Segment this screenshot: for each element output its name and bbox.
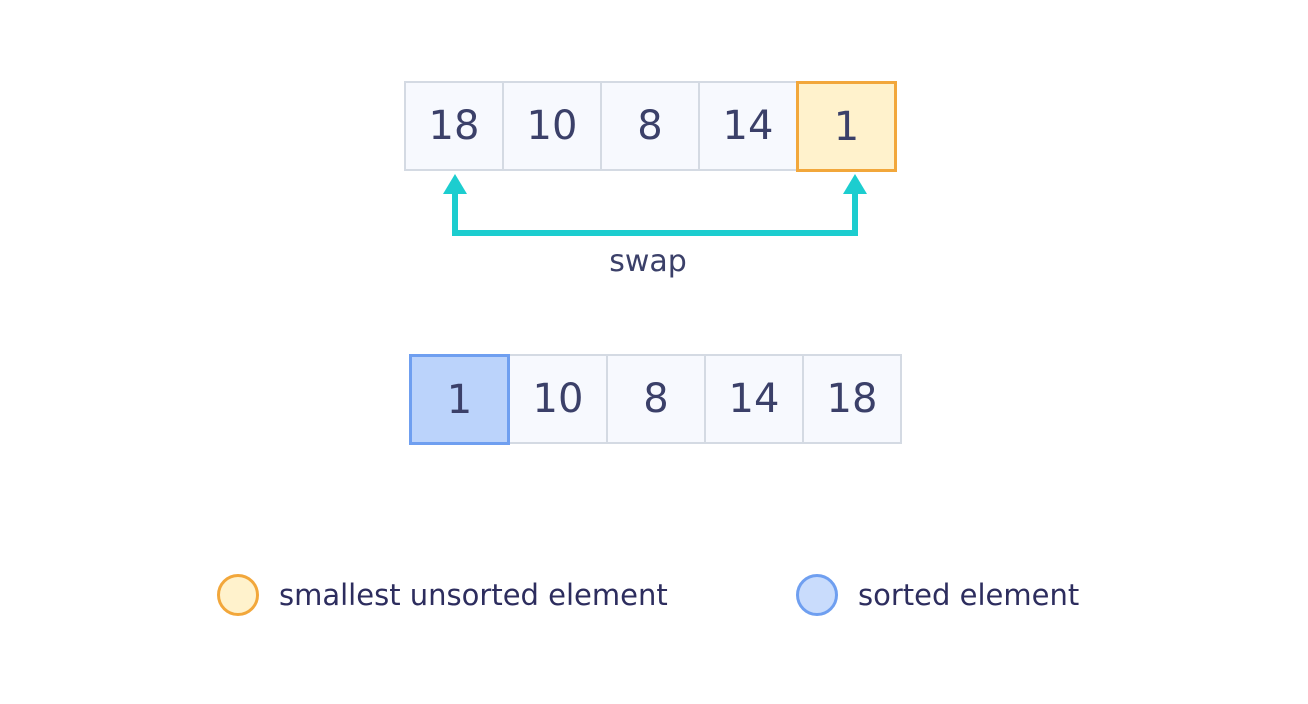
swapped-array: 1 10 8 14 18 — [409, 354, 902, 445]
legend-smallest: smallest unsorted element — [217, 574, 668, 616]
arrowhead-left-icon — [443, 174, 467, 194]
orange-circle-icon — [217, 574, 259, 616]
array-cell: 10 — [502, 81, 602, 171]
array-cell: 10 — [508, 354, 608, 444]
legend-sorted: sorted element — [796, 574, 1079, 616]
unsorted-array: 18 10 8 14 1 — [404, 81, 897, 172]
array-cell: 14 — [698, 81, 798, 171]
array-cell: 18 — [404, 81, 504, 171]
swap-connector-line — [452, 190, 858, 236]
legend-smallest-label: smallest unsorted element — [279, 578, 668, 612]
arrowhead-right-icon — [843, 174, 867, 194]
smallest-element-cell: 1 — [796, 81, 897, 172]
array-cell: 8 — [606, 354, 706, 444]
array-cell: 18 — [802, 354, 902, 444]
swap-label: swap — [609, 244, 687, 279]
blue-circle-icon — [796, 574, 838, 616]
array-cell: 14 — [704, 354, 804, 444]
sorted-element-cell: 1 — [409, 354, 510, 445]
legend-sorted-label: sorted element — [858, 578, 1080, 612]
